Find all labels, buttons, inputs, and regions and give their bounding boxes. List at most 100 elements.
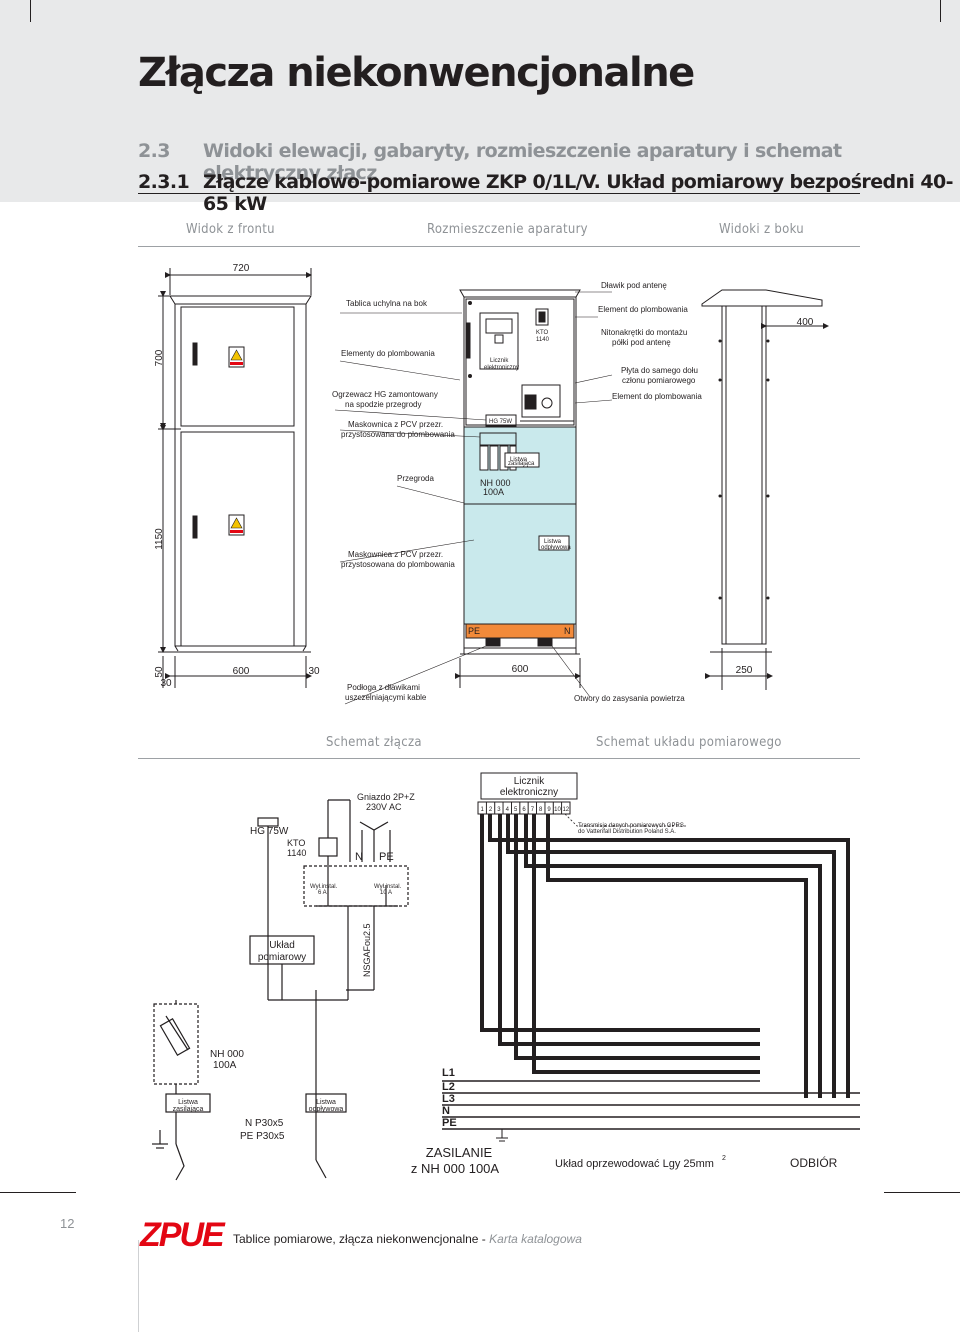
- svg-text:Listwa: Listwa: [510, 457, 528, 463]
- svg-text:N P30x5: N P30x5: [245, 1118, 284, 1129]
- svg-text:N: N: [355, 851, 363, 863]
- dim-base-width: 600: [233, 666, 250, 677]
- footer-text-italic: Karta katalogowa: [489, 1232, 582, 1246]
- svg-text:do Vattenfall Distribution Pol: do Vattenfall Distribution Poland S.A.: [578, 829, 676, 835]
- svg-text:Listwa: Listwa: [544, 539, 562, 545]
- svg-text:elektroniczny: elektroniczny: [500, 787, 558, 798]
- svg-text:półki pod antenę: półki pod antenę: [612, 338, 671, 347]
- svg-text:Przegroda: Przegroda: [397, 474, 434, 483]
- panel-rule: [138, 758, 860, 759]
- svg-text:Maskownica z PCV przezr.: Maskownica z PCV przezr.: [348, 420, 443, 429]
- svg-text:ODBIÓR: ODBIÓR: [790, 1155, 838, 1170]
- svg-text:NSGAFou2.5: NSGAFou2.5: [362, 923, 372, 977]
- svg-text:z NH 000 100A: z NH 000 100A: [411, 1161, 499, 1176]
- svg-text:1140: 1140: [536, 337, 550, 343]
- terminal-label: 2: [489, 807, 493, 813]
- header-band: [0, 0, 960, 202]
- svg-text:HG 75W: HG 75W: [250, 826, 289, 837]
- svg-text:PE P30x5: PE P30x5: [240, 1131, 285, 1142]
- svg-text:N: N: [442, 1105, 450, 1117]
- svg-text:6 A: 6 A: [318, 890, 327, 896]
- svg-text:pomiarowy: pomiarowy: [258, 952, 306, 963]
- svg-text:100A: 100A: [483, 487, 504, 497]
- section-title: Widoki elewacji, gabaryty, rozmieszczeni…: [203, 140, 842, 184]
- side-view: [701, 289, 829, 690]
- terminal-label: 4: [506, 807, 510, 813]
- svg-text:odpływowa: odpływowa: [541, 545, 571, 551]
- svg-text:Gniazdo 2P+Z: Gniazdo 2P+Z: [357, 792, 415, 802]
- svg-text:NH 000: NH 000: [480, 478, 511, 488]
- svg-text:członu pomiarowego: członu pomiarowego: [622, 376, 696, 385]
- svg-text:Nitonakrętki do montażu: Nitonakrętki do montażu: [601, 328, 687, 337]
- svg-text:odpływowa: odpływowa: [309, 1106, 344, 1113]
- svg-text:uszczelniającymi kable: uszczelniającymi kable: [345, 693, 427, 702]
- metering-schematic: [442, 772, 860, 1142]
- warning-plate: [228, 514, 245, 536]
- svg-text:ZASILANIE: ZASILANIE: [426, 1145, 493, 1160]
- svg-text:N: N: [564, 626, 571, 636]
- terminal-label: 9: [547, 807, 551, 813]
- svg-text:zasilająca: zasilająca: [508, 461, 535, 467]
- terminal-label: 7: [531, 807, 535, 813]
- svg-text:250: 250: [736, 665, 753, 676]
- layout-view: [459, 289, 581, 655]
- svg-text:Wył.instal.: Wył.instal.: [310, 884, 338, 890]
- zpue-logo: ZPUE: [140, 1216, 225, 1254]
- svg-text:L3: L3: [442, 1093, 455, 1105]
- svg-text:przystosowana do plombowania: przystosowana do plombowania: [341, 430, 455, 439]
- svg-text:Elementy do plombowania: Elementy do plombowania: [341, 349, 435, 358]
- svg-text:zasilająca: zasilająca: [173, 1106, 204, 1113]
- panel-label-side: Widoki z boku: [719, 222, 804, 237]
- dim-height-bottom: 1150: [154, 528, 165, 550]
- svg-text:KTO: KTO: [536, 330, 549, 336]
- dim-offset-right: 30: [308, 666, 320, 677]
- svg-text:przystosowana do plombowania: przystosowana do plombowania: [341, 560, 455, 569]
- side-rivets: [718, 339, 770, 600]
- svg-text:Licznik: Licznik: [514, 776, 546, 787]
- svg-text:Otwory do zasysania powietrza: Otwory do zasysania powietrza: [574, 694, 685, 703]
- front-view: [158, 268, 312, 688]
- svg-text:Element do plombowania: Element do plombowania: [612, 392, 702, 401]
- svg-text:10 A: 10 A: [380, 890, 392, 896]
- svg-text:Transmisja danych pomiarowych: Transmisja danych pomiarowych GPRS: [578, 823, 684, 829]
- title-rule: [138, 193, 860, 194]
- footer-text: Tablice pomiarowe, złącza niekonwencjona…: [233, 1232, 490, 1246]
- svg-text:600: 600: [512, 664, 529, 675]
- margin-line: [138, 1240, 139, 1332]
- crop-mark: [940, 0, 941, 22]
- panel-label-metering: Schemat układu pomiarowego: [596, 735, 782, 750]
- leader-lines: [334, 291, 613, 705]
- terminal-label: 8: [539, 807, 543, 813]
- page-title: Złącza niekonwencjonalne: [138, 50, 695, 96]
- svg-text:1140: 1140: [287, 848, 306, 858]
- page-number: 12: [60, 1216, 75, 1231]
- terminal-cell: [561, 801, 571, 815]
- dim-offset-left: 30: [160, 678, 172, 689]
- panel-label-layout: Rozmieszczenie aparatury: [427, 222, 588, 237]
- panel-rule: [138, 246, 860, 247]
- svg-text:Podłoga z dławikami: Podłoga z dławikami: [347, 683, 420, 692]
- crop-mark: [30, 0, 31, 22]
- svg-text:Układ: Układ: [269, 940, 295, 951]
- svg-text:PE: PE: [442, 1117, 457, 1129]
- svg-text:400: 400: [797, 317, 814, 328]
- svg-text:L1: L1: [442, 1067, 455, 1079]
- svg-text:Element do plombowania: Element do plombowania: [598, 305, 688, 314]
- svg-text:Wył.instal.: Wył.instal.: [374, 884, 402, 890]
- svg-text:Licznik: Licznik: [490, 358, 509, 364]
- footer-caption: Tablice pomiarowe, złącza niekonwencjona…: [233, 1232, 582, 1246]
- schematic: [152, 799, 409, 1181]
- svg-text:230V AC: 230V AC: [366, 802, 402, 812]
- crop-mark: [884, 1192, 960, 1193]
- terminal-label: 3: [497, 807, 501, 813]
- svg-text:HG 75W: HG 75W: [489, 419, 512, 425]
- terminal-label: 1: [481, 807, 485, 813]
- dim-base: 50: [154, 666, 165, 678]
- terminal-label: 5: [514, 807, 518, 813]
- panel-label-schematic: Schemat złącza: [326, 735, 422, 750]
- svg-text:PE: PE: [379, 851, 394, 863]
- dim-width: 720: [233, 263, 250, 274]
- svg-text:KTO: KTO: [287, 838, 305, 848]
